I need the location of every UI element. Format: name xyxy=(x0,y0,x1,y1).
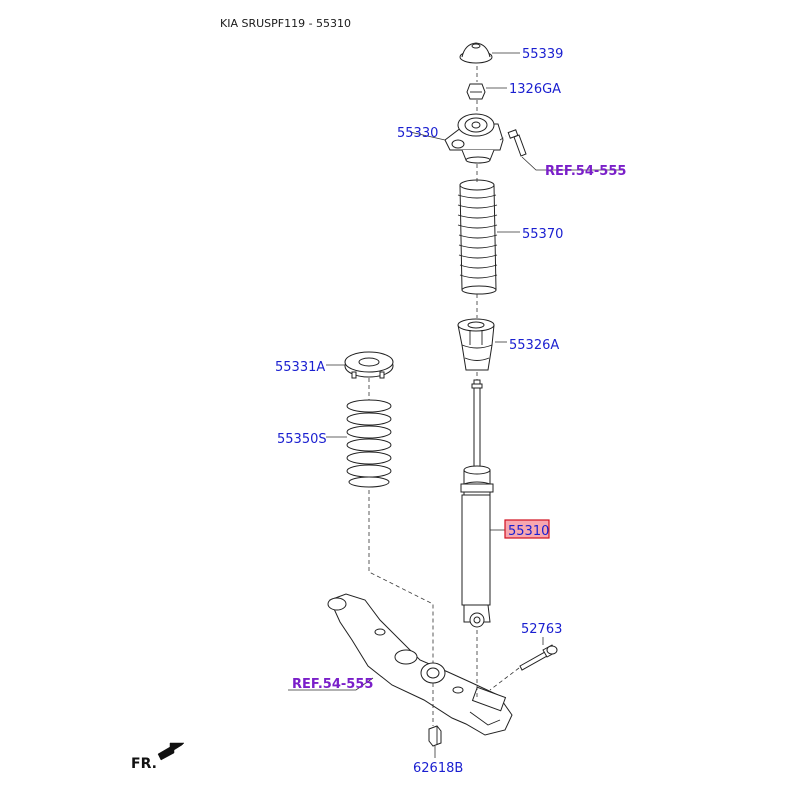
label-55326A[interactable]: 55326A xyxy=(509,338,559,353)
label-62618B[interactable]: 62618B xyxy=(413,761,463,776)
front-arrow-icon xyxy=(157,742,185,761)
label-52763[interactable]: 52763 xyxy=(521,622,562,637)
page-title: KIA SRUSPF119 - 55310 xyxy=(220,17,351,30)
part-55350S-coil-spring[interactable] xyxy=(346,399,392,488)
mount-bolt-icon xyxy=(507,129,527,157)
label-55331A[interactable]: 55331A xyxy=(275,360,325,375)
label-1326GA[interactable]: 1326GA xyxy=(509,82,561,97)
part-62618B-nut[interactable] xyxy=(428,725,442,747)
part-1326GA-nut[interactable] xyxy=(466,83,486,100)
ref-link-bottom[interactable]: REF.54-555 xyxy=(292,677,373,692)
part-55339-dust-cap[interactable] xyxy=(459,42,493,64)
part-55326A-bump-stopper[interactable] xyxy=(457,318,495,371)
part-55310-shock-absorber[interactable] xyxy=(460,379,494,628)
part-55330-upper-mount[interactable] xyxy=(444,113,504,164)
label-55350S[interactable]: 55350S xyxy=(277,432,327,447)
assembly-guide-lines xyxy=(368,66,520,726)
label-55339[interactable]: 55339 xyxy=(522,47,563,62)
front-direction-label: FR. xyxy=(131,756,157,772)
label-55370[interactable]: 55370 xyxy=(522,227,563,242)
part-55370-dust-boot[interactable] xyxy=(457,179,498,295)
label-55330[interactable]: 55330 xyxy=(397,126,438,141)
lower-control-arm[interactable] xyxy=(327,593,513,736)
part-52763-bolt[interactable] xyxy=(519,644,558,671)
label-55310[interactable]: 55310 xyxy=(508,524,549,539)
ref-link-top[interactable]: REF.54-555 xyxy=(545,164,626,179)
highlight-box-55310 xyxy=(504,519,550,539)
part-55331A-spring-pad[interactable] xyxy=(344,351,394,379)
